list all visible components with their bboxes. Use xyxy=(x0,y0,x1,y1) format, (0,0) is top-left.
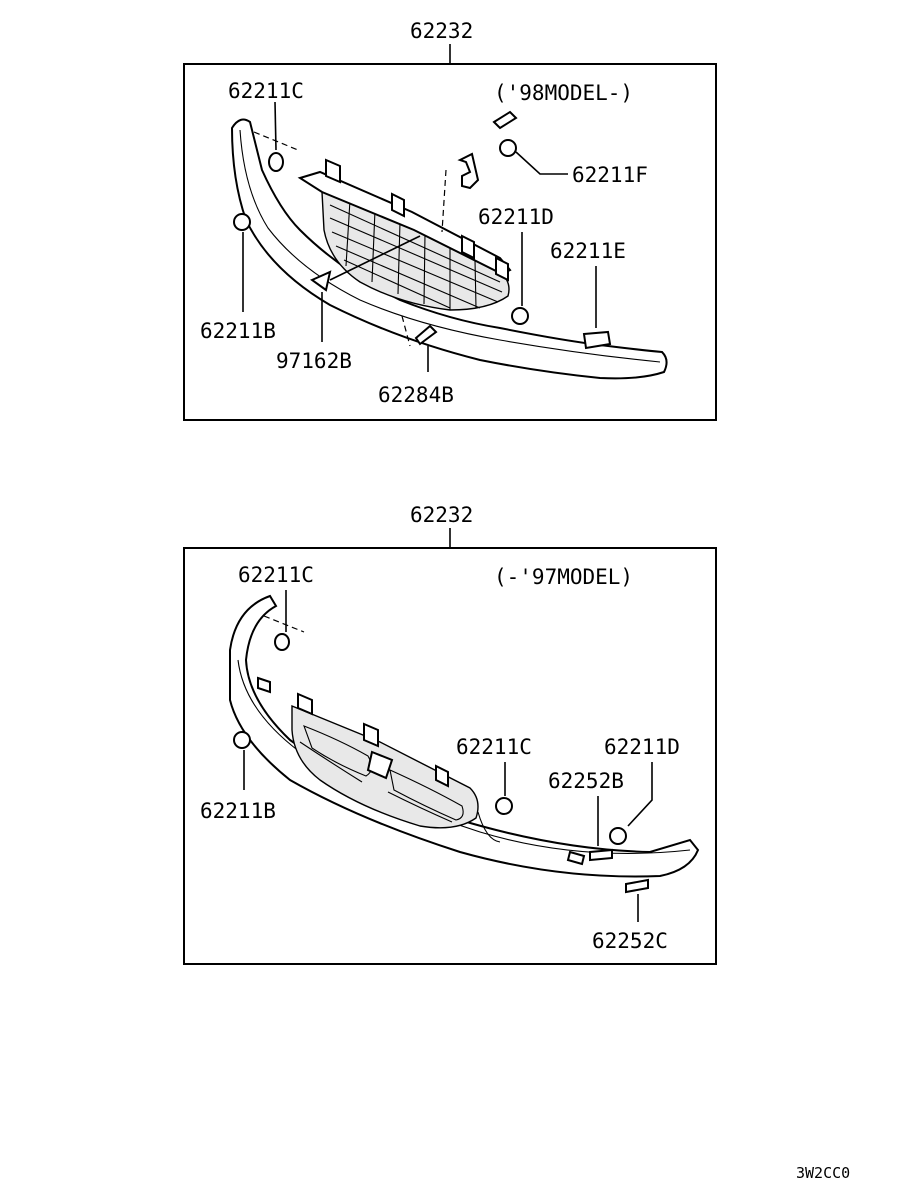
bottom-tape-c-icon xyxy=(625,878,649,894)
bottom-clip-c-top-icon xyxy=(274,633,290,651)
top-grille-edge xyxy=(239,129,661,363)
top-emblem-icon xyxy=(309,270,332,292)
bottom-diagram: 62232 (-'97MODEL) 62211C 62211B 6221 xyxy=(183,503,717,965)
footer-code: 3W2CC0 xyxy=(796,1164,850,1182)
bottom-grille-slots xyxy=(299,725,464,823)
top-label-d: 62211D xyxy=(478,205,554,229)
top-grille-body xyxy=(230,118,668,380)
bottom-clip-d-icon xyxy=(609,827,627,845)
top-assembly-label: 62232 xyxy=(410,19,473,43)
bottom-model-note: (-'97MODEL) xyxy=(494,565,633,589)
top-leader-f xyxy=(515,151,568,175)
top-grille-tab-2 xyxy=(391,192,405,218)
top-clip-c-icon xyxy=(268,152,284,172)
bottom-frame xyxy=(183,547,717,965)
top-label-emblem: 97162B xyxy=(276,349,352,373)
top-bracket-dash xyxy=(441,169,447,233)
bottom-emblem-icon xyxy=(366,750,394,780)
top-label-e: 62211E xyxy=(550,239,626,263)
bottom-tape-b-icon xyxy=(589,848,613,862)
top-label-b: 62211B xyxy=(200,319,276,343)
top-frame xyxy=(183,63,717,421)
bottom-assembly-label: 62232 xyxy=(410,503,473,527)
bottom-label-b: 62211B xyxy=(200,799,276,823)
top-screw-icon xyxy=(414,324,438,346)
top-grille-upper-frame xyxy=(297,170,512,276)
top-grille-tab-3 xyxy=(461,234,475,260)
top-clip-b-icon xyxy=(233,213,251,231)
top-clip-e-icon xyxy=(582,330,612,350)
bottom-label-d: 62211D xyxy=(604,735,680,759)
top-leader-c xyxy=(274,101,277,151)
bottom-label-c-top: 62211C xyxy=(238,563,314,587)
top-clip-f-icon xyxy=(499,139,517,157)
top-label-f: 62211F xyxy=(572,163,648,187)
top-mesh-lines xyxy=(329,199,503,310)
top-model-note: ('98MODEL-) xyxy=(494,81,633,105)
bottom-leader-d xyxy=(627,762,653,827)
bottom-label-c-mid: 62211C xyxy=(456,735,532,759)
top-label-c: 62211C xyxy=(228,79,304,103)
top-grille-tab-1 xyxy=(325,158,341,184)
top-diagram: 62232 ('98MODEL-) xyxy=(183,19,717,421)
top-clip-d-icon xyxy=(511,307,529,325)
bottom-label-tape-b: 62252B xyxy=(548,769,624,793)
bottom-label-tape-c: 62252C xyxy=(592,929,668,953)
top-screw-upper-icon xyxy=(492,110,518,130)
top-label-screw: 62284B xyxy=(378,383,454,407)
bottom-clip-c-mid-icon xyxy=(495,797,513,815)
top-bracket xyxy=(457,152,480,190)
top-grille-tab-4 xyxy=(495,256,509,282)
bottom-clip-b-icon xyxy=(233,731,251,749)
